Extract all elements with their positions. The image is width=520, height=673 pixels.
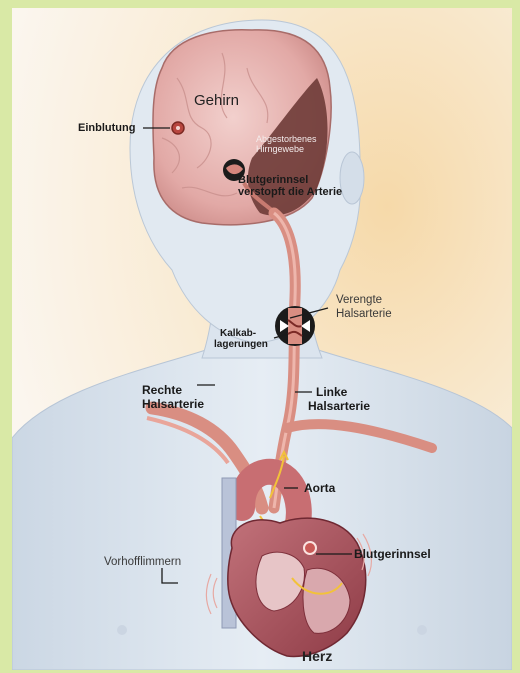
label-clot: Blutgerinnsel <box>354 548 431 562</box>
label-calcification-1: Kalkab- <box>220 328 256 340</box>
stroke-anatomy-illustration: Gehirn Einblutung Abgestorbenes Hirngewe… <box>12 8 512 670</box>
chest-detail-right <box>417 625 427 635</box>
heart-clot <box>304 542 316 554</box>
label-right-artery-1: Rechte <box>142 384 182 398</box>
bleeding-spot-center <box>176 126 180 130</box>
label-calcification-2: lagerungen <box>214 339 268 351</box>
label-right-artery-2: Halsarterie <box>142 398 204 412</box>
label-heart: Herz <box>302 648 332 664</box>
label-aorta: Aorta <box>304 482 335 496</box>
chest-detail-left <box>117 625 127 635</box>
label-clot-blocks-1: Blutgerinnsel <box>238 174 308 187</box>
label-narrowed-1: Verengte <box>336 294 382 307</box>
label-narrowed-2: Halsarterie <box>336 308 392 321</box>
label-dead-tissue-2: Hirngewebe <box>256 144 304 154</box>
label-left-artery-1: Linke <box>316 386 347 400</box>
label-bleeding: Einblutung <box>78 122 135 135</box>
ear <box>340 152 364 204</box>
label-afib: Vorhofflimmern <box>104 556 181 569</box>
label-clot-blocks-2: verstopft die Arterie <box>238 186 342 199</box>
label-brain: Gehirn <box>194 92 239 109</box>
label-left-artery-2: Halsarterie <box>308 400 370 414</box>
label-dead-tissue-1: Abgestorbenes <box>256 134 317 144</box>
